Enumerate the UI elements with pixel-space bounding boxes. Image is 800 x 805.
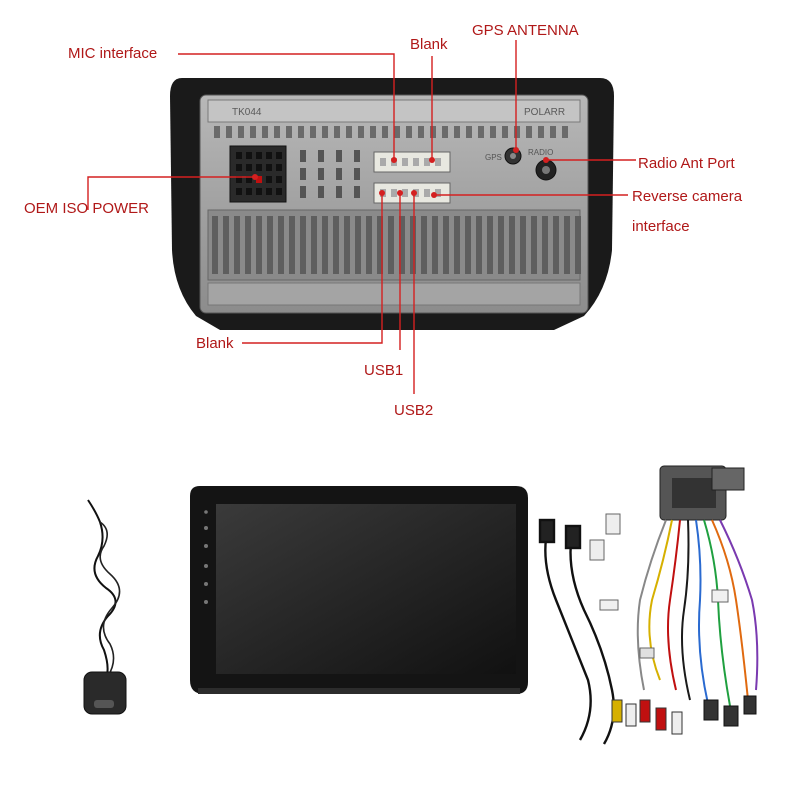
callout-dots	[252, 147, 549, 198]
usb2-label: USB2	[394, 402, 434, 419]
oem-iso-power-label: OEM ISO POWER	[24, 200, 150, 217]
mic-blank-connector-row	[373, 151, 451, 173]
wiring-harness	[599, 465, 759, 735]
vent-slots-lower	[212, 216, 581, 274]
vent-slots-top	[214, 126, 568, 138]
head-unit-screen	[190, 486, 528, 694]
rear-unit: TK044 POLARR GPS RADIO	[170, 78, 614, 330]
radio-port-marking: RADIO	[528, 148, 553, 157]
usb1-label: USB1	[364, 362, 404, 379]
callout-lines	[87, 40, 636, 394]
gps-antenna-label: GPS ANTENNA	[472, 22, 579, 39]
reverse-camera-label: Reverse camera	[632, 188, 743, 205]
reverse-camera-label-line2: interface	[632, 218, 690, 235]
usb-cables	[538, 513, 621, 745]
gps-antenna	[83, 499, 127, 715]
gps-port-marking: GPS	[485, 153, 502, 162]
model-marking: TK044	[232, 107, 262, 118]
vent-slots-middle	[300, 150, 360, 198]
mic-interface-label: MIC interface	[68, 45, 158, 62]
radio-ant-port-label: Radio Ant Port	[638, 155, 735, 172]
brand-marking: POLARR	[524, 107, 565, 118]
blank-bottom-label: Blank	[196, 335, 234, 352]
blank-top-label: Blank	[410, 36, 448, 53]
